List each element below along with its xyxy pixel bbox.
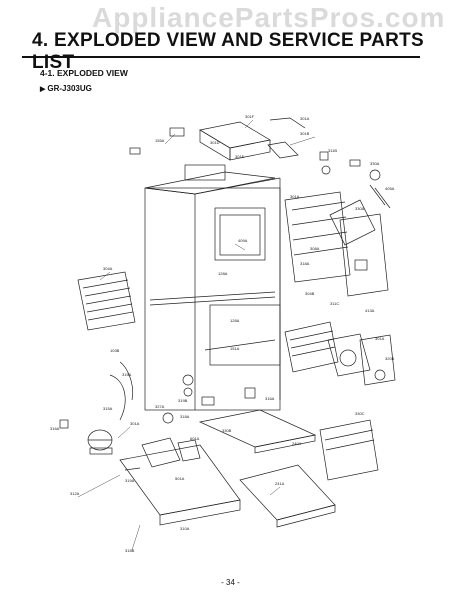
svg-text:311C: 311C	[330, 301, 339, 306]
svg-text:301A: 301A	[130, 421, 140, 426]
svg-text:311B: 311B	[328, 148, 337, 153]
page-title: 4. EXPLODED VIEW AND SERVICE PARTS LIST	[32, 30, 425, 73]
svg-text:315A: 315A	[122, 372, 132, 377]
svg-text:301D: 301D	[210, 140, 220, 145]
svg-text:330A: 330A	[355, 206, 365, 211]
rear-grille-panel	[77, 271, 136, 331]
svg-text:316A: 316A	[50, 426, 60, 431]
exploded-view-diagram: 301F 301A 301B 155A 301D 301E 311B 330A …	[50, 114, 396, 553]
svg-text:413A: 413A	[365, 308, 375, 313]
svg-text:501A: 501A	[175, 476, 185, 481]
svg-text:318A: 318A	[300, 261, 310, 266]
base-plate	[119, 437, 241, 526]
part-number-labels: 301F 301A 301B 155A 301D 301E 311B 330A …	[50, 114, 395, 553]
evaporator-assembly	[284, 184, 391, 297]
svg-text:304B: 304B	[305, 291, 315, 296]
svg-text:301E: 301E	[235, 154, 245, 159]
svg-text:155A: 155A	[155, 138, 165, 143]
svg-text:241A: 241A	[275, 481, 285, 486]
svg-text:240A: 240A	[292, 441, 302, 446]
svg-text:310A: 310A	[180, 526, 190, 531]
svg-text:318B: 318B	[125, 548, 135, 553]
header-bar	[22, 28, 420, 58]
svg-text:301A: 301A	[290, 194, 300, 199]
svg-text:330A: 330A	[370, 161, 380, 166]
svg-text:320B: 320B	[385, 356, 395, 361]
svg-text:128A: 128A	[218, 271, 228, 276]
svg-text:312A: 312A	[70, 491, 80, 496]
model-label: ▶GR-J303UG	[40, 84, 92, 93]
svg-text:327A: 327A	[155, 404, 165, 409]
svg-text:409A: 409A	[238, 238, 248, 243]
svg-text:405A: 405A	[385, 186, 395, 191]
compressor-assembly	[87, 361, 134, 455]
svg-text:301A: 301A	[375, 336, 385, 341]
small-parts	[59, 147, 386, 429]
svg-text:318A: 318A	[180, 414, 190, 419]
svg-text:103B: 103B	[110, 348, 120, 353]
svg-text:316A: 316A	[265, 396, 275, 401]
top-control-assembly	[169, 117, 306, 181]
svg-text:151A: 151A	[230, 346, 240, 351]
svg-text:128A: 128A	[230, 318, 240, 323]
refrigerator-cabinet	[144, 171, 281, 411]
svg-text:315A: 315A	[103, 406, 113, 411]
triangle-right-icon: ▶	[40, 86, 46, 93]
svg-text:301B: 301B	[300, 131, 310, 136]
svg-text:301A: 301A	[300, 116, 310, 121]
svg-text:301F: 301F	[245, 114, 255, 119]
svg-text:304A: 304A	[103, 266, 113, 271]
page-number: - 34 -	[221, 578, 240, 587]
svg-text:308A: 308A	[310, 246, 320, 251]
drain-heater-assembly	[284, 321, 396, 386]
svg-text:319B: 319B	[178, 398, 188, 403]
svg-text:319A: 319A	[125, 478, 135, 483]
watermark: AppliancePartsPros.com	[92, 2, 446, 33]
model-name: GR-J303UG	[47, 84, 92, 93]
svg-text:330C: 330C	[355, 411, 365, 416]
section-title: 4-1. EXPLODED VIEW	[40, 68, 128, 78]
drain-pan	[198, 409, 379, 528]
svg-text:330B: 330B	[222, 428, 232, 433]
leader-lines	[77, 119, 316, 551]
svg-text:601A: 601A	[190, 436, 200, 441]
